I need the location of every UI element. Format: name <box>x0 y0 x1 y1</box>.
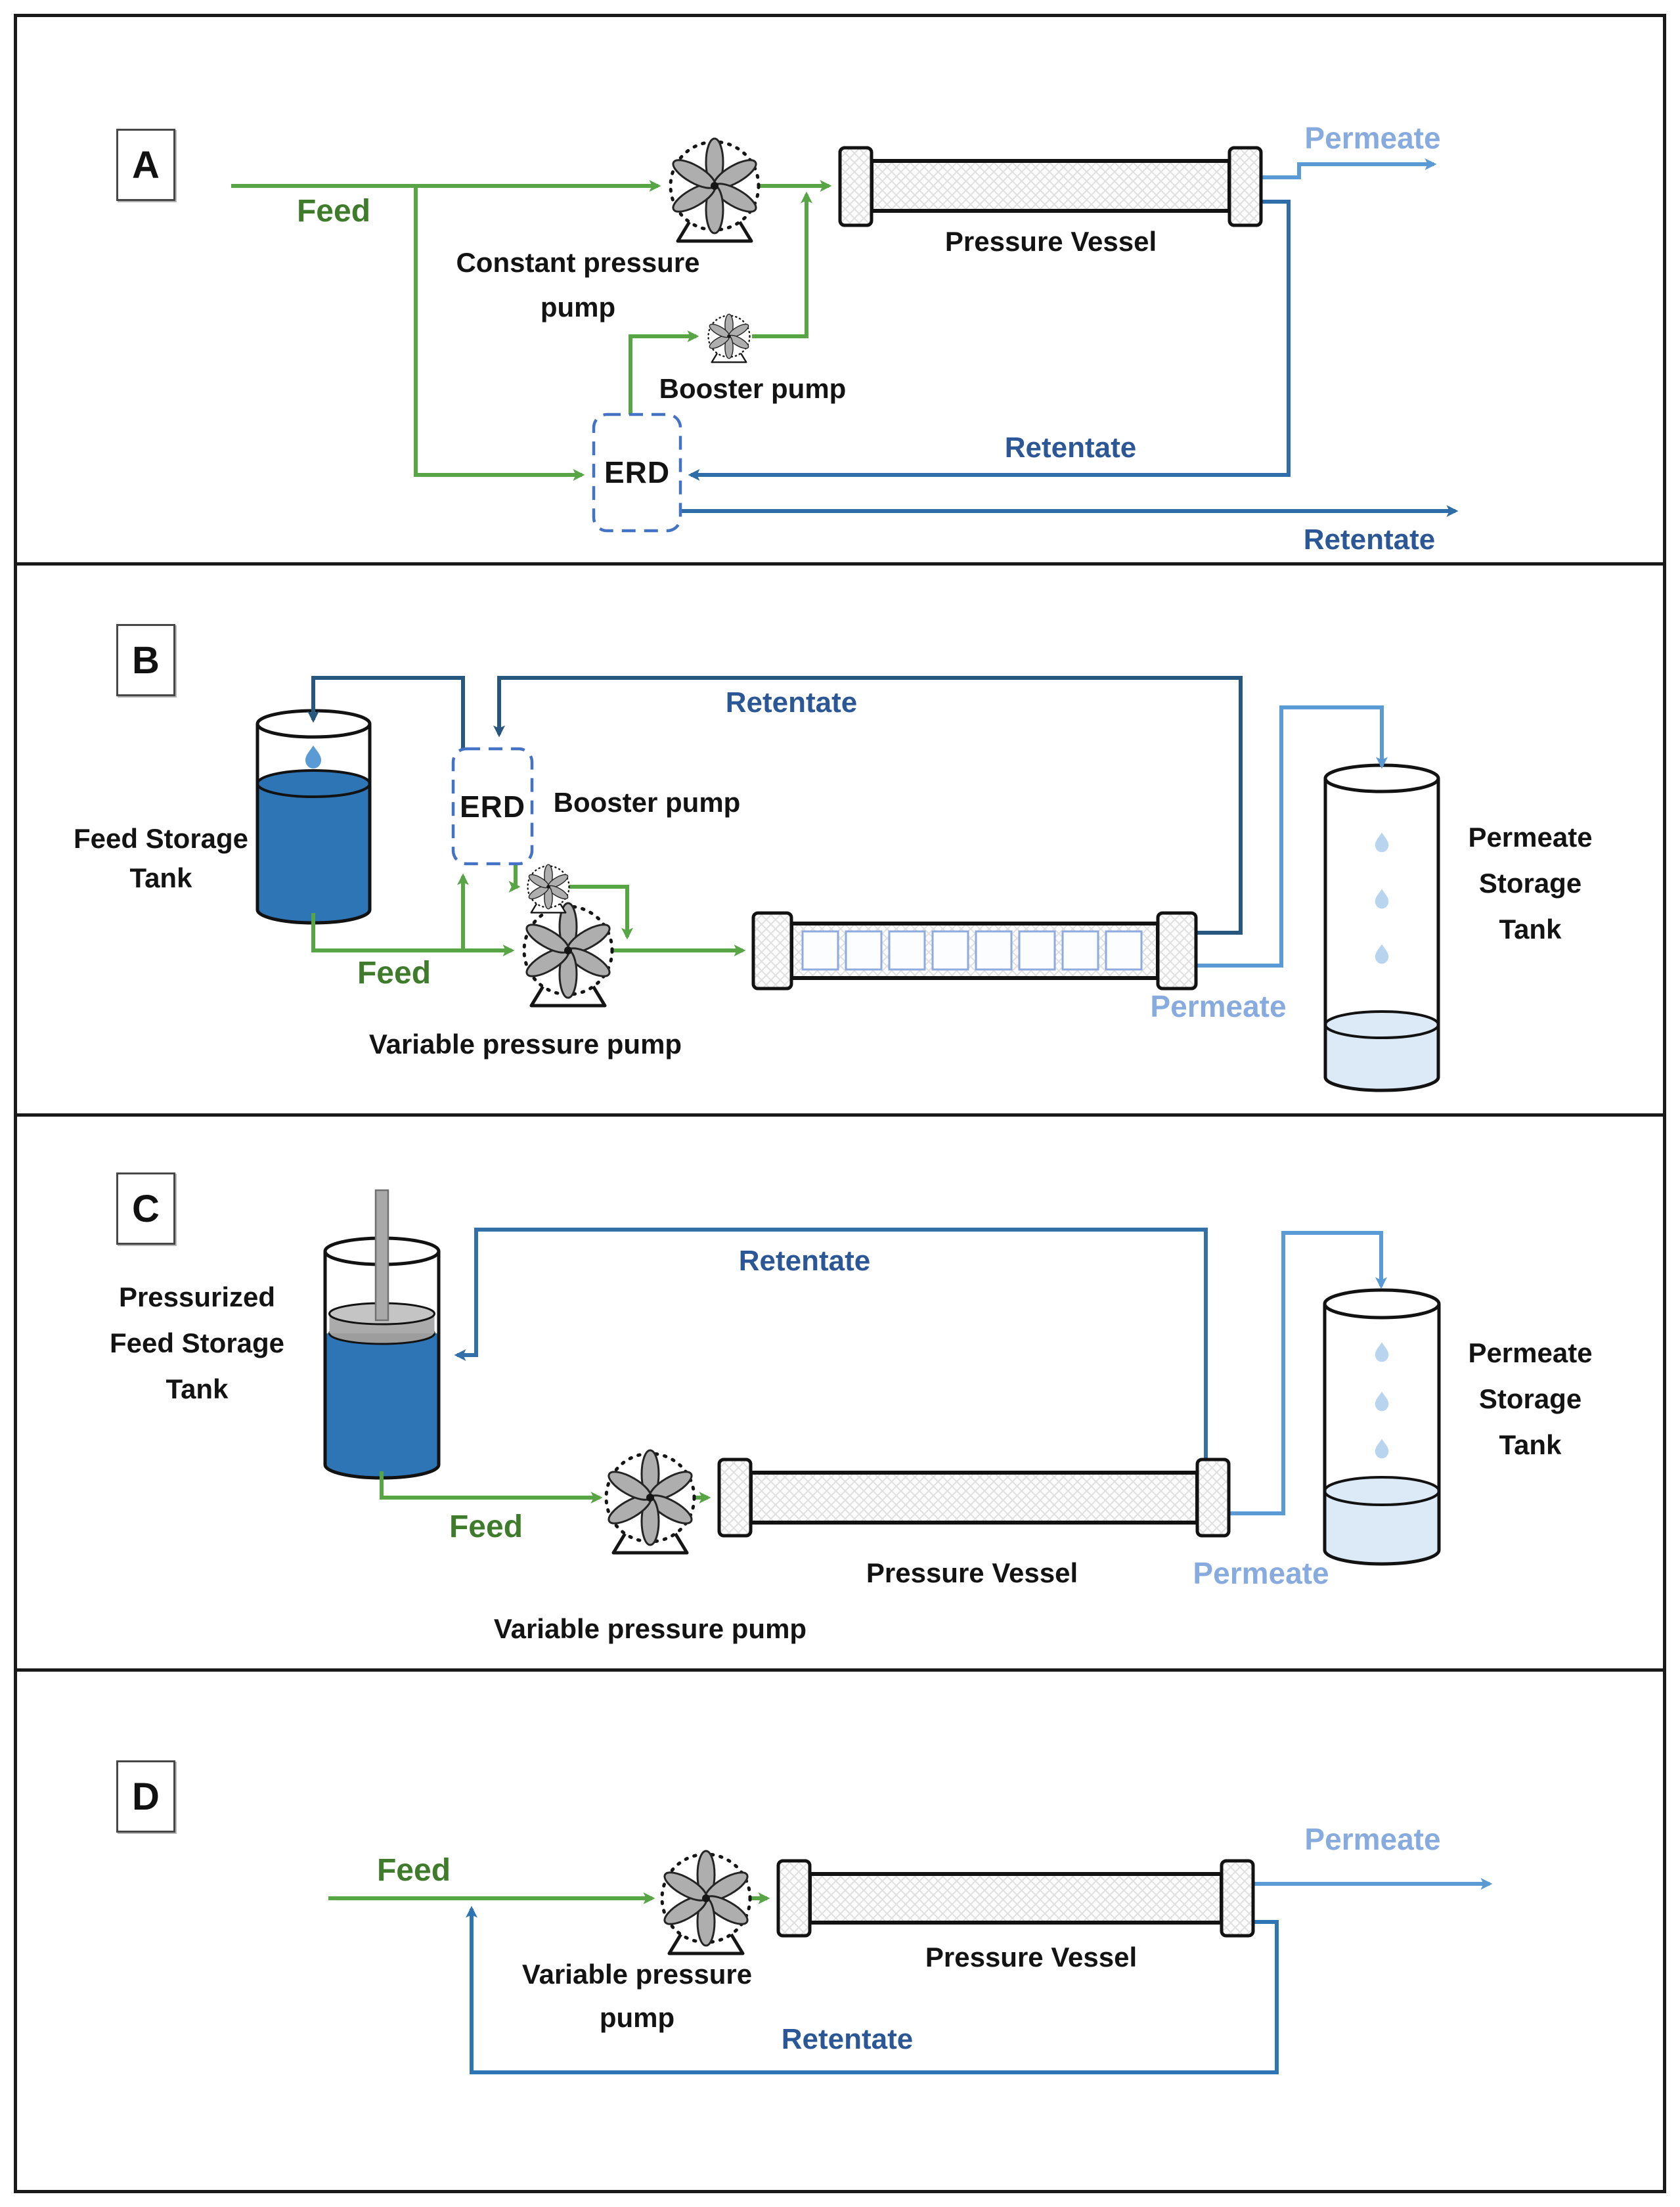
panel-b: B Retentate Feed Storage Tank ERD Booste… <box>14 562 1666 1117</box>
feed-flow-lines <box>231 180 832 481</box>
feed-label: Feed <box>376 1853 451 1888</box>
panel-a-letter: A <box>132 143 160 187</box>
feed-flow-line <box>380 1471 603 1504</box>
permeate-tank-label-1: Permeate <box>1468 822 1593 853</box>
permeate-storage-tank-icon <box>1323 1288 1441 1566</box>
pressure-vessel <box>838 146 1263 227</box>
pressurized-tank-label-1: Pressurized <box>118 1282 276 1312</box>
erd-to-booster-line <box>508 864 521 893</box>
constant-pump-label-1: Constant pressure <box>456 247 700 278</box>
feed-label: Feed <box>296 194 371 229</box>
erd-to-tank-line <box>307 676 465 749</box>
retentate-flow-line <box>454 1228 1208 1460</box>
pressure-vessel-label: Pressure Vessel <box>925 1942 1138 1973</box>
panel-c-letter: C <box>132 1187 160 1230</box>
permeate-storage-tank-icon <box>1323 763 1440 1092</box>
pressure-vessel <box>776 1859 1255 1938</box>
retentate-flow-line <box>466 1906 1279 2074</box>
permeate-label: Permeate <box>1304 1822 1441 1856</box>
permeate-flow-line <box>1196 705 1388 968</box>
retentate-label: Retentate <box>781 2023 914 2055</box>
erd-box <box>592 412 682 533</box>
feed-tank-label-2: Tank <box>129 862 192 893</box>
feed-flow-line <box>311 913 515 956</box>
permeate-tank-label-2: Storage <box>1478 1383 1582 1414</box>
retentate-loop-label: Retentate <box>1004 432 1137 464</box>
booster-to-feed-line <box>752 191 812 338</box>
pressurized-feed-storage-tank-icon <box>323 1189 441 1480</box>
permeate-tank-label-3: Tank <box>1499 1429 1562 1460</box>
feed-label: Feed <box>449 1509 523 1544</box>
permeate-flow-line <box>1261 158 1437 179</box>
retentate-flow-lines <box>307 676 1243 935</box>
panel-d-letter: D <box>132 1775 160 1818</box>
retentate-out-label: Retentate <box>1303 524 1436 556</box>
feed-flow-lines <box>311 864 746 956</box>
retentate-label: Retentate <box>738 1245 871 1277</box>
erd-label: ERD <box>459 790 526 824</box>
membrane-element <box>888 930 926 971</box>
panel-a-diagram <box>231 17 1459 533</box>
membrane-element <box>1018 930 1056 971</box>
membrane-element <box>975 930 1013 971</box>
panel-a: A Feed Constant pressure pump Booster pu… <box>14 14 1666 566</box>
permeate-label: Permeate <box>1193 1556 1329 1590</box>
permeate-flow-line <box>1229 1231 1387 1515</box>
membrane-element <box>801 930 839 971</box>
variable-pump-label-1: Variable pressure <box>521 1959 753 1990</box>
panel-d-diagram <box>328 1672 1493 2074</box>
panel-b-letter: B <box>132 638 160 682</box>
retentate-loop-line <box>688 200 1291 481</box>
feed-to-erd-line <box>414 186 585 481</box>
booster-pump-icon <box>707 313 751 363</box>
retentate-label: Retentate <box>725 686 858 719</box>
membrane-element <box>931 930 969 971</box>
panel-c-tag: C <box>116 1172 175 1245</box>
booster-pump-label: Booster pump <box>659 373 847 404</box>
variable-pump-label: Variable pressure pump <box>368 1029 682 1059</box>
feed-label: Feed <box>357 956 431 991</box>
membrane-element <box>1105 930 1143 971</box>
constant-pump-label-2: pump <box>540 292 616 323</box>
piston <box>328 1302 435 1345</box>
variable-pressure-pump-icon <box>661 1851 751 1953</box>
pressure-vessel <box>751 911 1198 991</box>
booster-pump-label: Booster pump <box>553 787 741 818</box>
booster-to-feed-line <box>569 885 633 940</box>
constant-pressure-pump-icon <box>669 139 760 241</box>
pressure-vessel <box>717 1458 1231 1538</box>
pressure-vessel-label: Pressure Vessel <box>866 1557 1078 1588</box>
panel-b-tag: B <box>116 624 175 696</box>
panel-a-tag: A <box>116 129 175 201</box>
permeate-label: Permeate <box>1150 989 1287 1023</box>
permeate-label: Permeate <box>1304 121 1441 155</box>
variable-pressure-pump-icon <box>605 1450 696 1553</box>
permeate-tank-label-3: Tank <box>1499 914 1562 945</box>
erd-to-booster-line <box>629 330 699 414</box>
pressurized-tank-label-3: Tank <box>166 1373 229 1404</box>
variable-pump-label: Variable pressure pump <box>493 1613 807 1644</box>
erd-box <box>451 747 534 866</box>
feed-storage-tank-icon <box>255 709 372 925</box>
retentate-to-erd-line <box>493 676 1243 935</box>
variable-pressure-pump-icon <box>523 903 613 1006</box>
panel-c: C Pressurized Feed Storage Tank Retentat… <box>14 1113 1666 1672</box>
permeate-tank-label-1: Permeate <box>1468 1337 1593 1368</box>
erd-label: ERD <box>604 455 671 489</box>
panel-c-diagram <box>323 1189 1441 1566</box>
variable-pump-label-2: pump <box>599 2002 675 2033</box>
pressure-vessel-label: Pressure Vessel <box>944 226 1157 257</box>
pressurized-tank-label-2: Feed Storage <box>109 1327 285 1358</box>
permeate-tank-label-2: Storage <box>1478 868 1582 899</box>
panel-d: D Feed Variable pressure pump Pressure V… <box>14 1668 1666 2193</box>
retentate-flow-lines <box>680 200 1459 517</box>
feed-flow-lines <box>380 1471 711 1504</box>
feed-tank-label-1: Feed Storage <box>73 823 249 854</box>
panel-b-diagram <box>255 676 1440 1092</box>
piston-rod-icon <box>374 1189 389 1322</box>
membrane-element <box>1061 930 1099 971</box>
panel-d-tag: D <box>116 1760 175 1833</box>
membrane-element <box>845 930 883 971</box>
